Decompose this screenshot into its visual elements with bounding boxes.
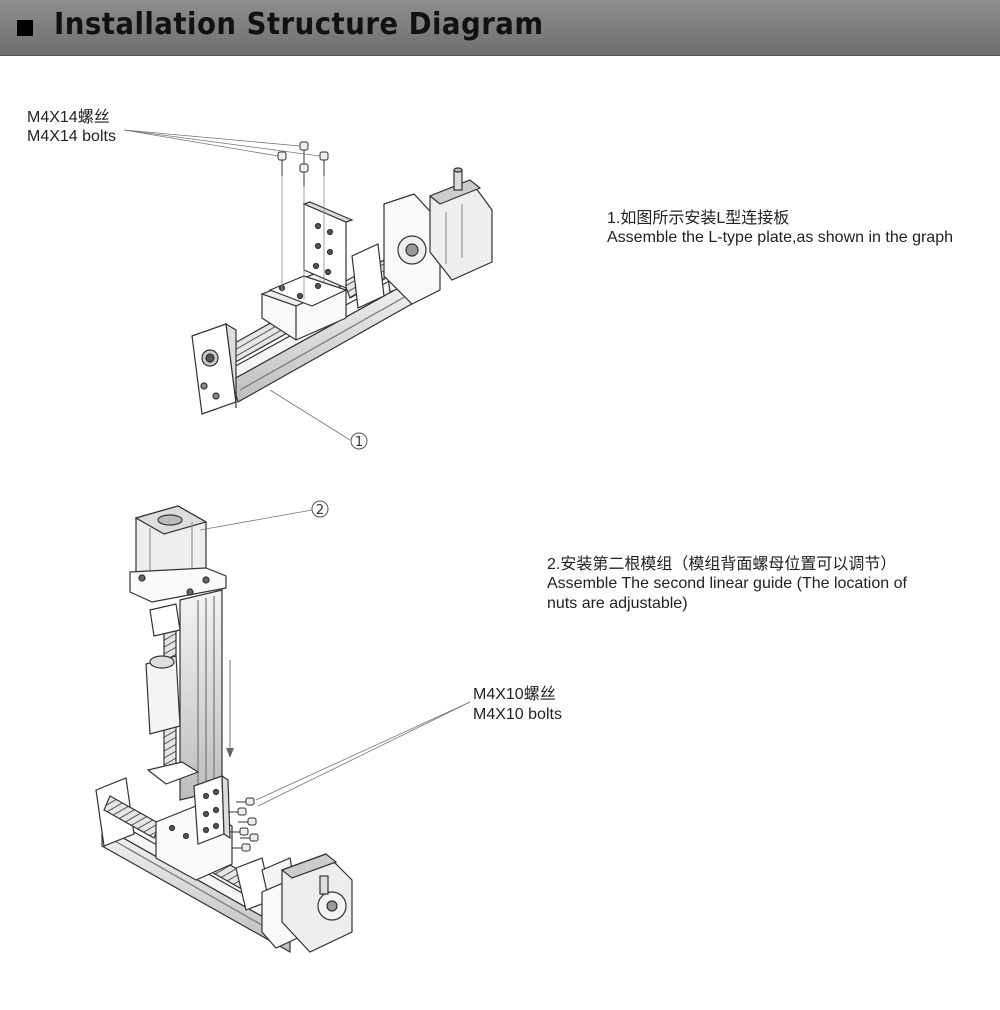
page-title: Installation Structure Diagram xyxy=(54,7,544,42)
step2-leader-lines xyxy=(199,509,471,807)
step1-m4x14-bolts xyxy=(277,141,329,300)
step2-instruction-en-line1: Assemble The second linear guide (The lo… xyxy=(547,575,907,592)
step2-m4x10-bolts xyxy=(228,797,259,852)
callout-2-number: 2 xyxy=(316,503,324,518)
step2-instruction-en-line2: nuts are adjustable) xyxy=(547,595,688,612)
step2-bolt-label-en: M4X10 bolts xyxy=(473,706,562,723)
callout-1: 1 xyxy=(350,432,368,450)
step2-instruction-cn: 2.安装第二根模组（模组背面螺母位置可以调节） xyxy=(547,556,897,573)
step2-vertical-module xyxy=(129,505,234,801)
callout-2: 2 xyxy=(311,500,329,518)
callout-1-number: 1 xyxy=(355,435,363,450)
step1-bolt-label-cn: M4X14螺丝 xyxy=(27,109,110,126)
step1-leader-lines xyxy=(123,129,351,441)
header-bar: Installation Structure Diagram xyxy=(0,0,1000,56)
header-square-icon xyxy=(17,20,33,36)
step2-bolt-label-cn: M4X10螺丝 xyxy=(473,686,556,703)
step1-instruction-en: Assemble the L-type plate,as shown in th… xyxy=(607,229,953,246)
step1-instruction-cn: 1.如图所示安装L型连接板 xyxy=(607,210,790,227)
step1-linear-module xyxy=(191,167,493,415)
step1-bolt-label-en: M4X14 bolts xyxy=(27,128,116,145)
step2-base-module xyxy=(95,774,353,954)
